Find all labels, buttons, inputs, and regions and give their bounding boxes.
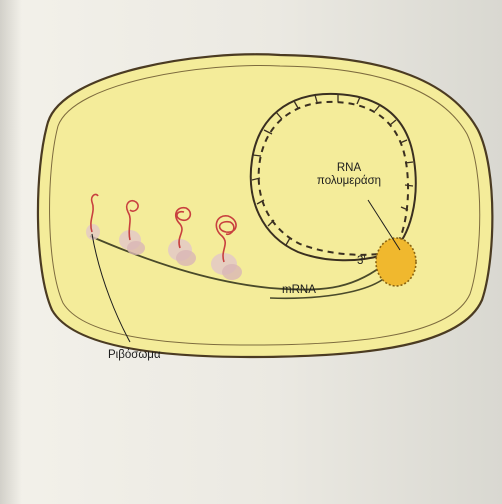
rna-polymerase-label: RNA πολυμεράση (309, 162, 389, 188)
rna-polymerase-label-line1: RNA (309, 162, 389, 175)
rna-polymerase (376, 238, 416, 286)
three-prime-label: 3′ (357, 256, 366, 268)
rna-polymerase-label-line2: πολυμεράση (309, 175, 389, 188)
mrna-label: mRNA (282, 285, 316, 297)
ribosome-label: Ριβόσωμα (108, 350, 161, 362)
